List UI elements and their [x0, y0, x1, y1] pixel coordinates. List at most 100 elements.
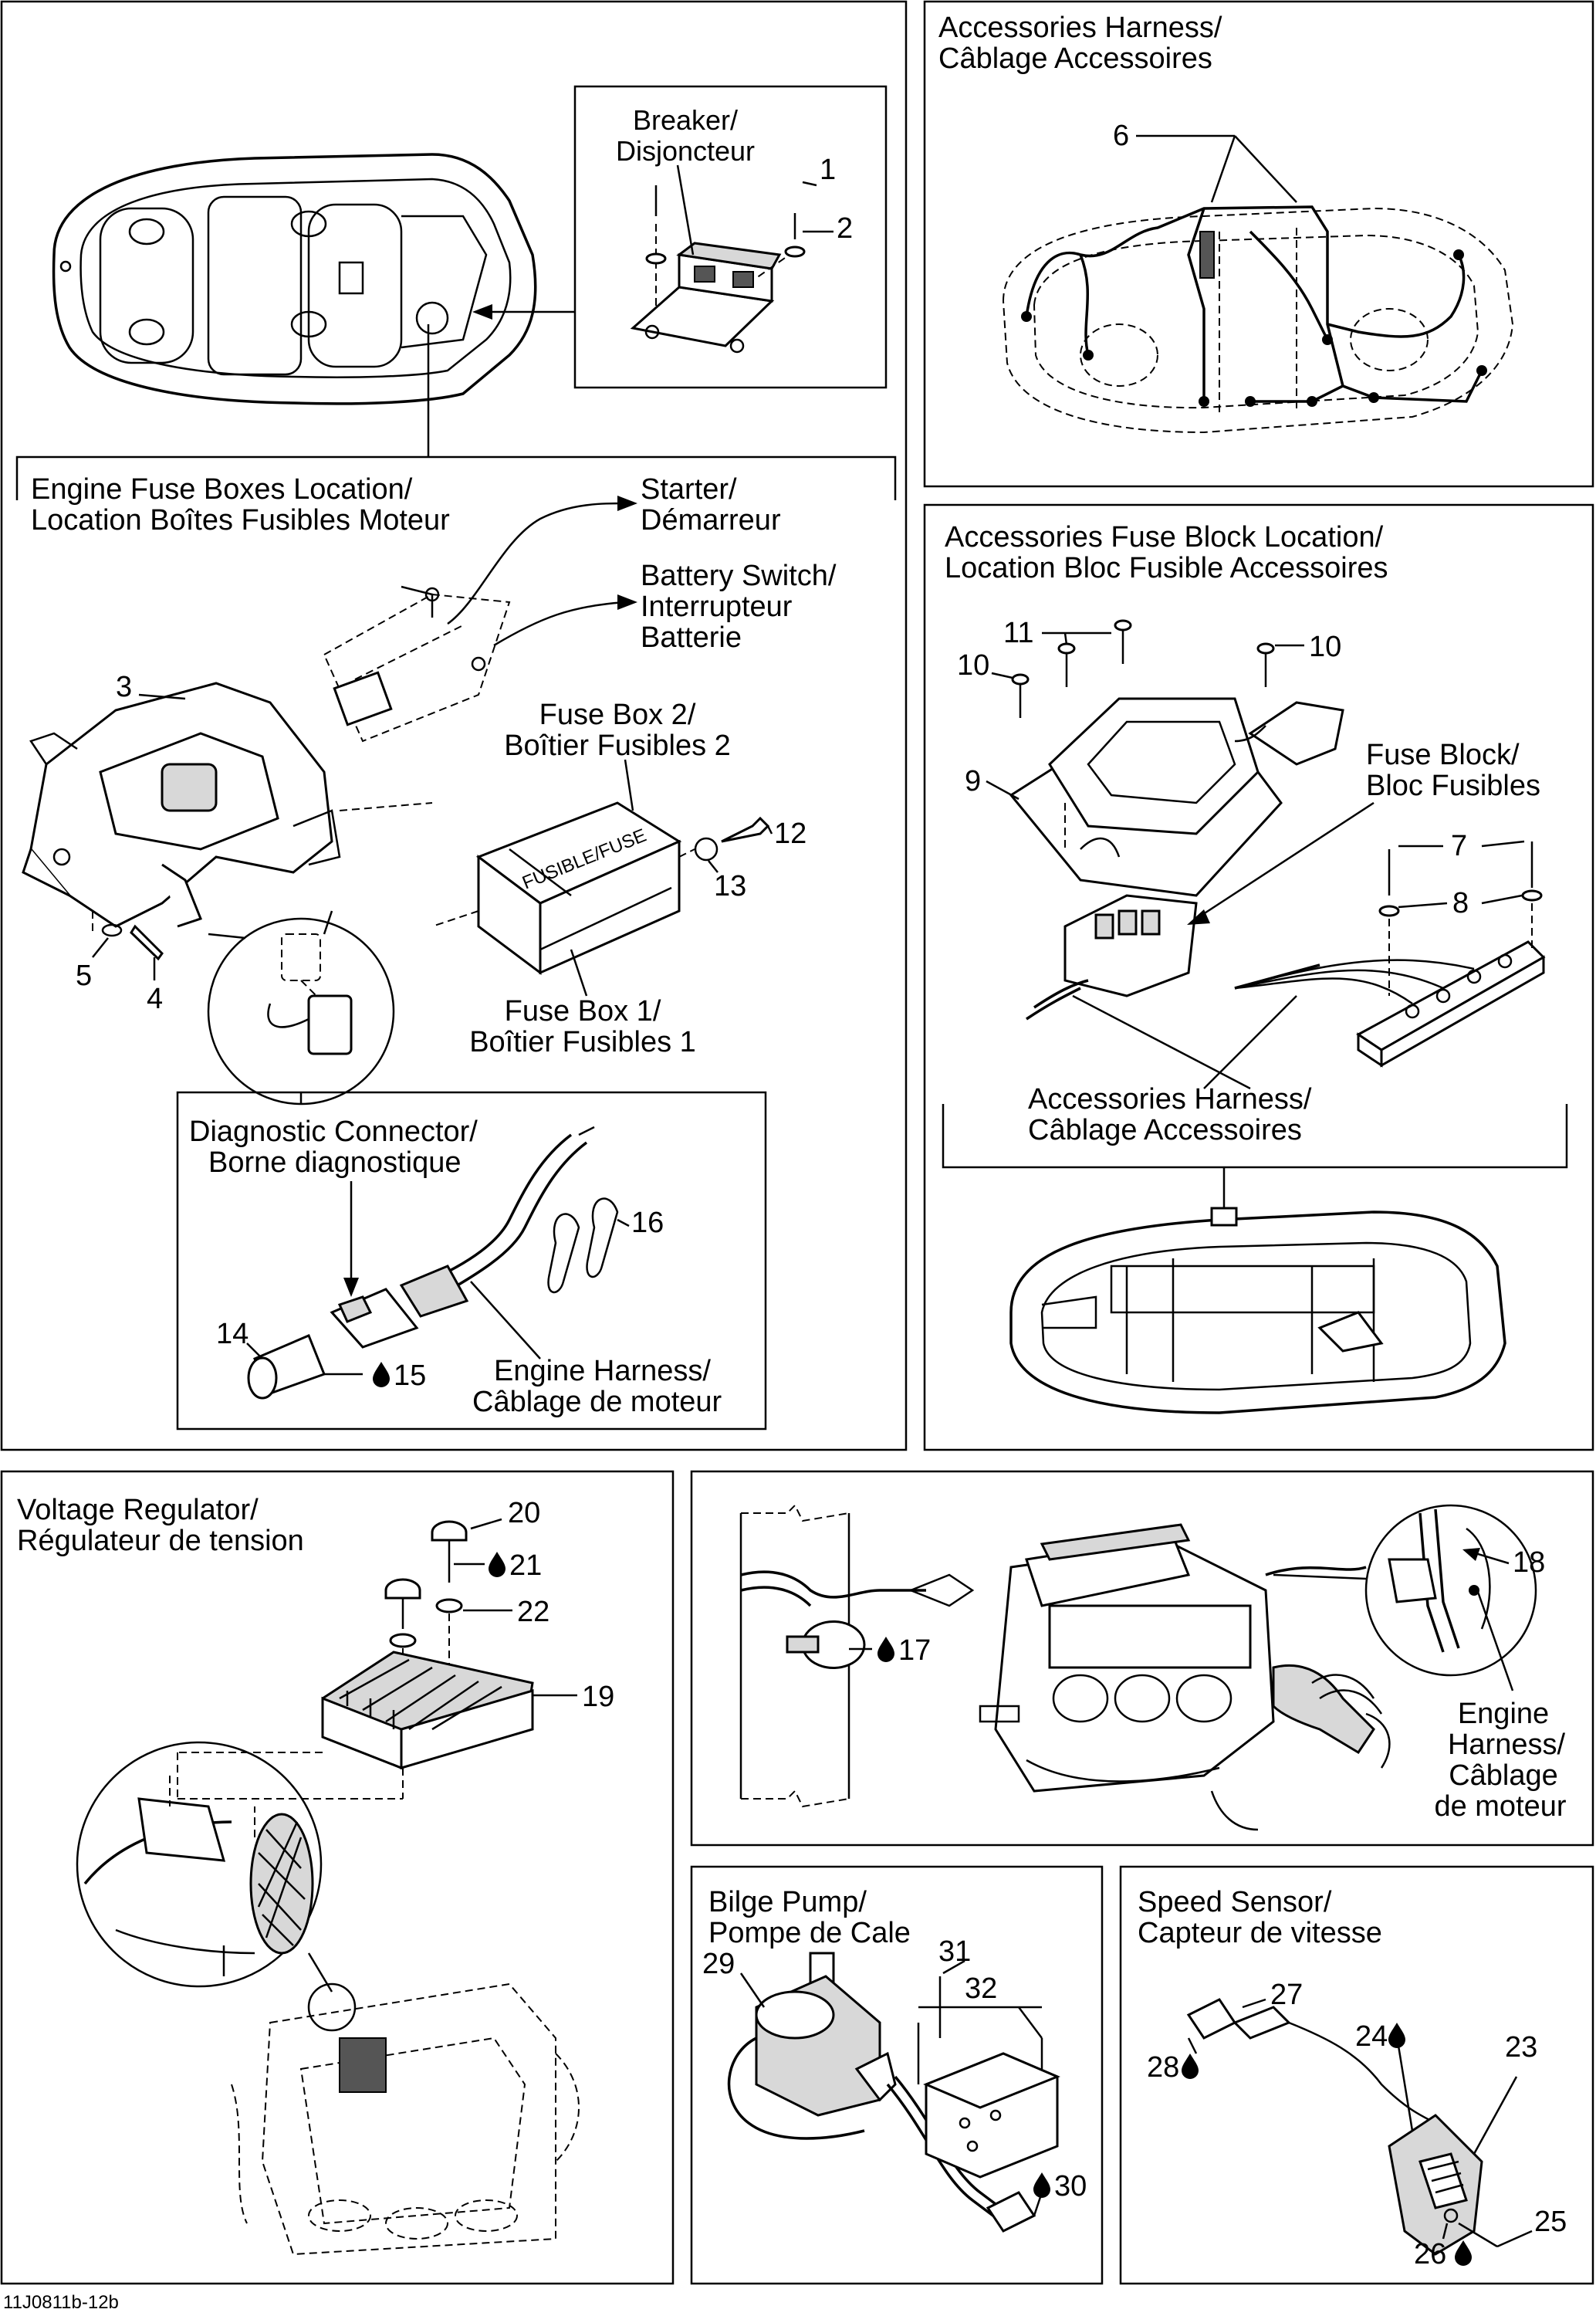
cable-ties-16 [547, 1197, 619, 1294]
callout-13: 13 [714, 870, 746, 902]
callout-18-arrowhead [1462, 1548, 1480, 1561]
callout-12: 12 [774, 818, 806, 850]
diagnostic-drawing [247, 1126, 595, 1400]
voltage-reg-fasteners [384, 1520, 468, 1691]
callout-14: 14 [216, 1318, 249, 1350]
drop-icon [1033, 2172, 1050, 2198]
callout-29: 29 [702, 1948, 735, 1980]
connector-detail-drawing [267, 910, 353, 1055]
breaker-leader [676, 164, 695, 256]
callout-26: 26 [1414, 2238, 1446, 2270]
battery-switch-wire [493, 601, 626, 647]
callout-leader-27 [1242, 1998, 1266, 2009]
acc-harness-wiring [1021, 205, 1487, 407]
bilge-pump-drawing [727, 1952, 1060, 2233]
engine-harness-panel-label-4: de moteur [1434, 1790, 1566, 1823]
callout-leader-26 [1442, 2223, 1449, 2240]
callout-leader-32b [1018, 2006, 1043, 2039]
callout-19: 19 [582, 1681, 614, 1713]
acc-fuse-screws [1011, 619, 1275, 718]
diagnostic-arrowhead [343, 1278, 359, 1297]
fuse-box-1-leader [570, 949, 588, 997]
callout-32: 32 [965, 1972, 997, 2005]
battery-switch-label-fr2: Batterie [641, 621, 742, 654]
fuse-box-2-leader [624, 759, 634, 811]
callout-leader-25 [1496, 2230, 1533, 2248]
engine-fuse-title-fr: Location Boîtes Fusibles Moteur [31, 504, 450, 537]
acc-harness-title-fr: Câblage Accessoires [938, 42, 1212, 75]
harness-detail-leader [1273, 1573, 1367, 1580]
callout-leader-23 [1473, 2076, 1518, 2155]
callout-1: 1 [820, 154, 836, 186]
callout-16: 16 [631, 1207, 664, 1239]
callout-23: 23 [1505, 2031, 1537, 2064]
panel-frame-accessories-harness [923, 0, 1594, 488]
drop-icon [1455, 2240, 1472, 2266]
fuse-box-drawing: FUSIBLE/FUSE [431, 801, 695, 975]
hull-top-view [52, 153, 537, 405]
breaker-title-fr: Disjoncteur [616, 135, 755, 167]
drop-icon [877, 1637, 894, 1662]
callout-4: 4 [147, 983, 163, 1015]
breaker-drawing [630, 185, 806, 354]
engine-fuse-title-en: Engine Fuse Boxes Location/ [31, 473, 413, 506]
callout-22: 22 [517, 1596, 549, 1628]
callout-21: 21 [509, 1549, 542, 1582]
diagnostic-title-fr: Borne diagnostique [208, 1146, 461, 1179]
engine-harness-label-fr: Câblage de moteur [472, 1386, 722, 1418]
drop-icon [489, 1552, 506, 1577]
washer-5 [101, 923, 123, 937]
breaker-inset-frame [573, 85, 888, 389]
fuse-block-drawing [1026, 894, 1198, 1021]
bilge-pump-title-en: Bilge Pump/ [708, 1886, 867, 1918]
connector-detail-leader [208, 933, 246, 940]
callout-leader-31 [942, 1959, 965, 1975]
harness-detail-circle [1364, 1504, 1537, 1677]
speed-sensor-title-en: Speed Sensor/ [1138, 1886, 1332, 1918]
terminal-strip [1234, 841, 1546, 1068]
acc-harness-hull [1002, 207, 1514, 434]
callout-leader-29 [739, 1972, 766, 2008]
callout-6: 6 [1113, 120, 1129, 152]
callout-2: 2 [837, 212, 853, 245]
callout-leader-8b [1481, 894, 1523, 905]
acc-harness-leader-b [1203, 995, 1297, 1089]
callout-5: 5 [76, 960, 92, 992]
callout-8: 8 [1452, 887, 1469, 919]
reg-detail-stem [307, 1952, 333, 1993]
battery-switch-label-en: Battery Switch/ [641, 560, 837, 592]
callout-27: 27 [1270, 1979, 1303, 2011]
callout-10b: 10 [1309, 631, 1341, 663]
starter-label-en: Starter/ [641, 473, 737, 506]
engine-harness-panel-label-2: Harness/ [1448, 1729, 1565, 1761]
bracket-to-fuse-line [339, 802, 433, 811]
callout-leader-14 [246, 1343, 263, 1359]
engine-harness-panel-label-1: Engine [1458, 1698, 1549, 1730]
callout-leader-3 [138, 693, 186, 700]
callout-leader-6a [1210, 135, 1236, 203]
fuse-box-1-label-fr: Boîtier Fusibles 1 [469, 1026, 696, 1058]
engine-drawing [740, 1523, 1391, 1831]
callout-leader-11b [1063, 632, 1068, 645]
fuse-bracket-3 [22, 682, 341, 928]
callout-28: 28 [1147, 2051, 1179, 2084]
panel-frame-engine-harness [690, 1470, 1594, 1847]
panel-frame-bilge-pump [690, 1865, 1104, 2285]
callout-leader-5 [92, 937, 109, 958]
harness-detail-drawing [1388, 1508, 1491, 1653]
acc-fuse-hull [1009, 1207, 1506, 1414]
fuse-box-2-label-en: Fuse Box 2/ [539, 699, 696, 731]
callout-leader-13 [708, 860, 719, 873]
reg-detail-circle [76, 1741, 323, 1988]
callout-25: 25 [1534, 2206, 1567, 2238]
fuse-block-cover [1009, 697, 1344, 897]
speed-sensor-title-fr: Capteur de vitesse [1138, 1917, 1382, 1949]
fuse-block-label-fr: Bloc Fusibles [1366, 770, 1540, 802]
callout-leader-16 [617, 1218, 630, 1227]
engine-top-dashed [231, 1982, 580, 2256]
starter-label-fr: Démarreur [641, 504, 781, 537]
engine-harness-label-en: Engine Harness/ [494, 1355, 711, 1387]
battery-switch-label-fr: Interrupteur [641, 591, 793, 623]
callout-15: 15 [394, 1359, 426, 1392]
